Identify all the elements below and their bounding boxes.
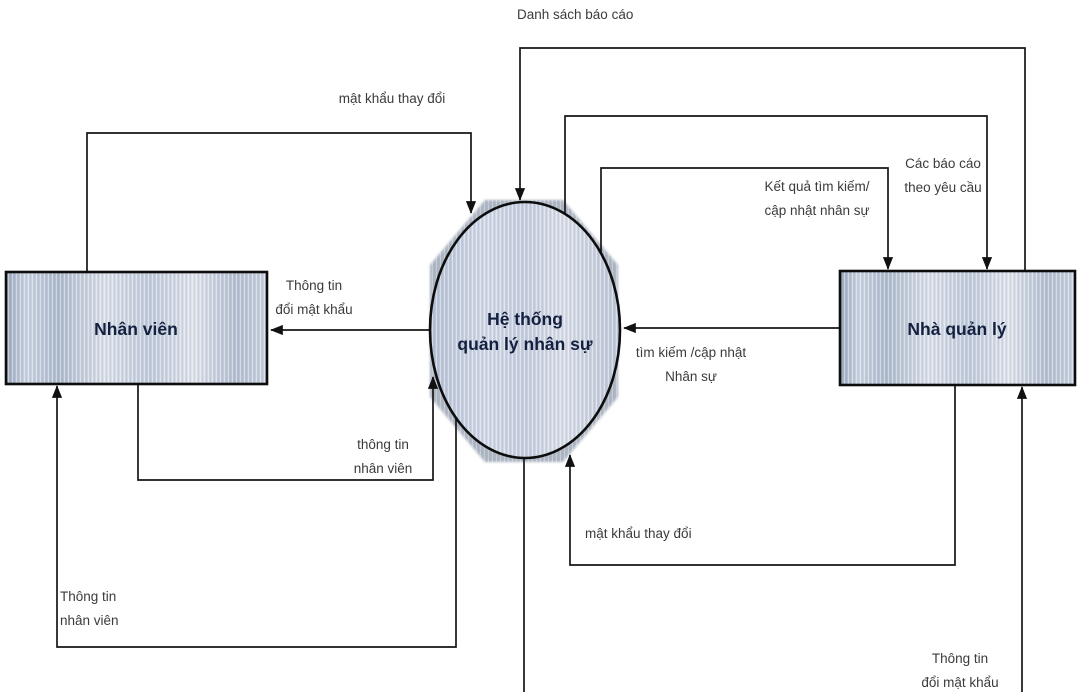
flow-label-password-change-info-bottom: Thông tin đổi mật khẩu [921,651,999,690]
entity-manager-box: Nhà quản lý [838,269,1077,387]
entity-manager-label: Nhà quản lý [907,319,1006,339]
flow-arrow-password-changed-top [86,132,477,272]
process-name-line2: quản lý nhân sự [457,334,593,354]
process-name-line1: Hệ thống [487,309,563,329]
flow-label-search-update-results: Kết quả tìm kiếm/ cập nhật nhân sự [764,179,870,218]
entity-employee-label: Nhân viên [94,319,178,339]
flow-label-employee-info-out: Thông tin nhân viên [60,589,119,628]
flow-arrow-password-changed-bottom [564,385,956,566]
entity-employee-box: Nhân viên [4,270,269,386]
flow-arrow-search-update-results [600,167,894,270]
flow-arrow-employee-info-in [137,376,439,481]
flow-label-employee-info-in: thông tin nhân viên [353,437,413,476]
flow-label-search-update-request: tìm kiếm /cập nhật Nhân sự [635,345,747,384]
flow-arrow-requested-reports [564,115,993,270]
flow-arrow-employee-info-out [51,385,457,648]
process-ellipse: Hệ thống quản lý nhân sự [428,200,622,460]
flow-arrow-report-list [514,47,1026,271]
flow-label-password-changed-bottom: mật khẩu thay đổi [585,526,692,541]
flow-label-report-list: Danh sách báo cáo [517,7,634,22]
flow-label-password-changed-top: mật khẩu thay đổi [338,91,446,106]
flow-label-password-change-info-left: Thông tin đổi mật khẩu [275,278,353,317]
flow-label-requested-reports: Các báo cáo theo yêu cầu [904,156,982,195]
